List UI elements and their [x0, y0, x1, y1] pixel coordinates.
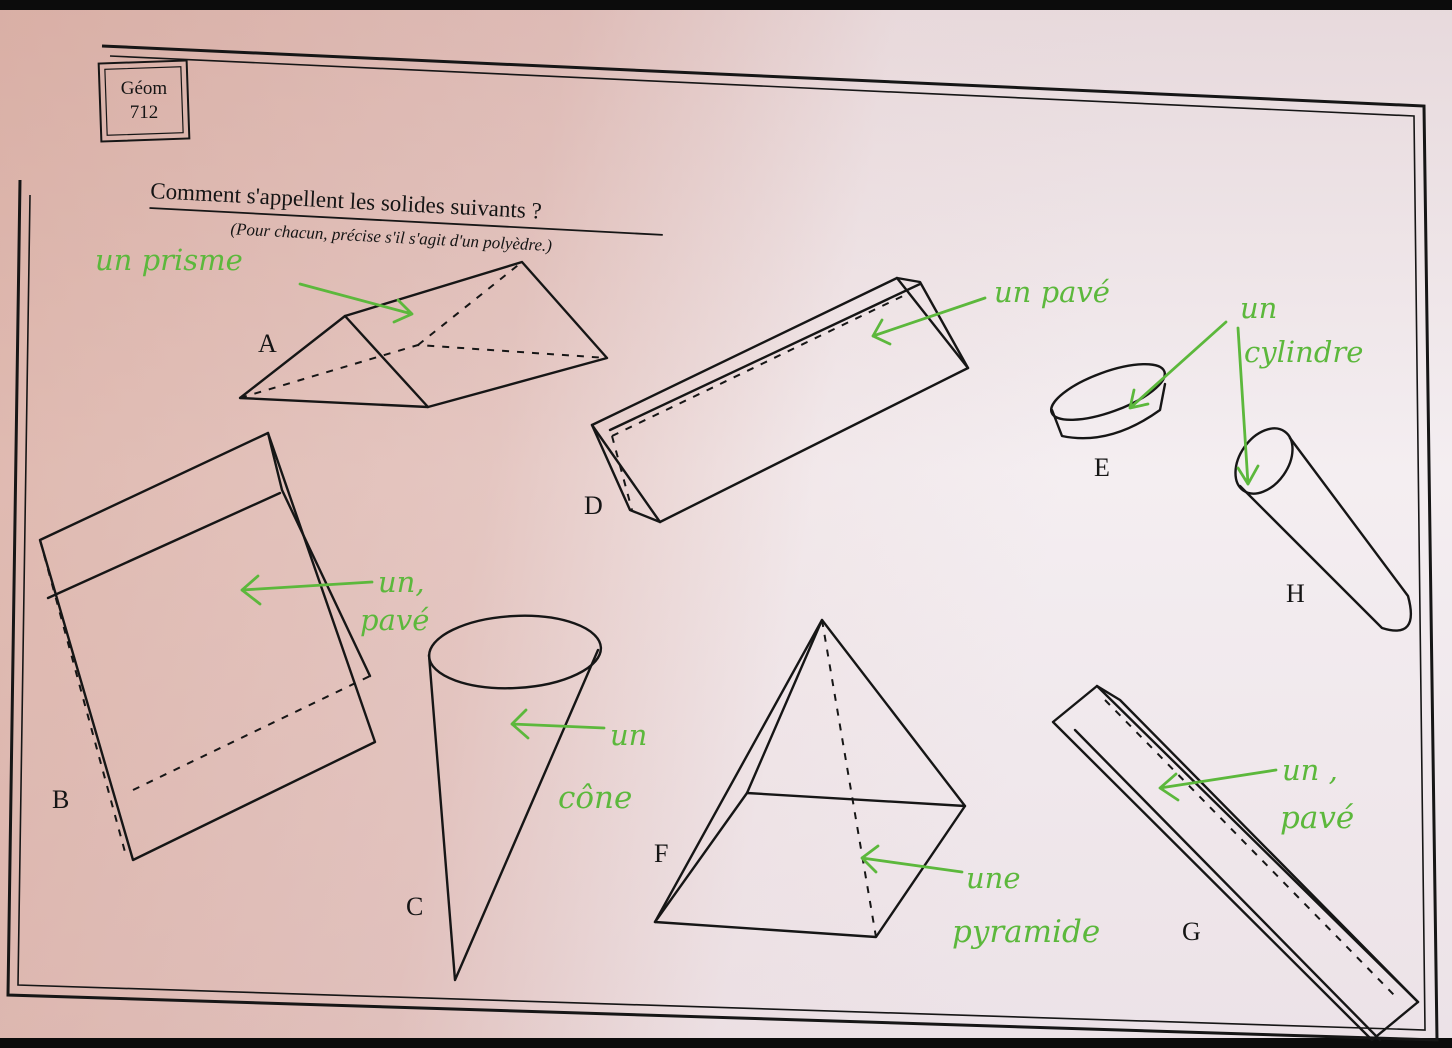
answer-d-text: un pavé — [994, 275, 1110, 309]
arrow-d-icon — [871, 296, 987, 346]
top-edge — [0, 0, 1452, 10]
label-g: G — [1182, 917, 1201, 946]
paper-frame — [6, 44, 1439, 1042]
solid-d-cuboid — [590, 276, 970, 524]
arrow-h-icon — [1236, 326, 1260, 486]
solid-b-cuboid — [38, 431, 377, 862]
sheet-code-line1: Géom — [121, 78, 168, 99]
arrow-g-icon — [1158, 768, 1278, 802]
sheet-title: Comment s'appellent les solides suivants… — [150, 178, 543, 223]
label-h: H — [1286, 579, 1305, 608]
answer-b-text-2: pavé — [360, 603, 429, 637]
answer-f-text-1: une — [966, 861, 1021, 895]
answer-d: un pavé — [871, 275, 1110, 346]
answer-c: un cône — [510, 708, 647, 816]
answer-a: un prisme — [95, 243, 414, 324]
sheet-code-line2: 712 — [130, 102, 159, 123]
bottom-edge — [0, 1038, 1452, 1048]
answer-eh: un cylindre — [1128, 291, 1363, 486]
answer-b: un, pavé — [240, 565, 429, 637]
answer-c-text-2: cône — [558, 780, 632, 816]
solid-f-pyramid — [653, 618, 967, 939]
label-e: E — [1094, 453, 1110, 482]
solid-h-cylinder — [1234, 427, 1413, 632]
code-box — [97, 59, 191, 143]
answer-f-text-2: pyramide — [952, 914, 1100, 950]
label-f: F — [654, 839, 668, 868]
arrow-a-icon — [298, 282, 414, 324]
answer-c-text-1: un — [610, 718, 647, 752]
solid-a-prism — [238, 260, 609, 409]
label-b: B — [52, 785, 69, 814]
label-a: A — [258, 329, 277, 358]
label-c: C — [406, 892, 423, 921]
arrow-f-icon — [860, 844, 964, 874]
solid-e-cylinder — [1050, 362, 1167, 440]
solid-c-cone — [427, 614, 603, 982]
arrow-b-icon — [240, 574, 374, 606]
answer-eh-text-2: cylindre — [1244, 335, 1363, 369]
arrow-e-icon — [1128, 320, 1228, 410]
answer-b-text-1: un, — [378, 565, 425, 599]
solid-g-cuboid — [1051, 684, 1420, 1042]
sheet-subtitle: (Pour chacun, précise s'il s'agit d'un p… — [230, 219, 553, 255]
answer-g-text-1: un , — [1282, 753, 1338, 787]
answer-a-text: un prisme — [95, 243, 243, 277]
answer-g: un , pavé — [1158, 753, 1354, 836]
title-underline — [149, 207, 663, 236]
label-d: D — [584, 491, 603, 520]
answer-g-text-2: pavé — [1280, 800, 1354, 836]
answer-f: une pyramide — [860, 844, 1100, 950]
arrow-c-icon — [510, 708, 606, 740]
answer-eh-text-1: un — [1240, 291, 1277, 325]
